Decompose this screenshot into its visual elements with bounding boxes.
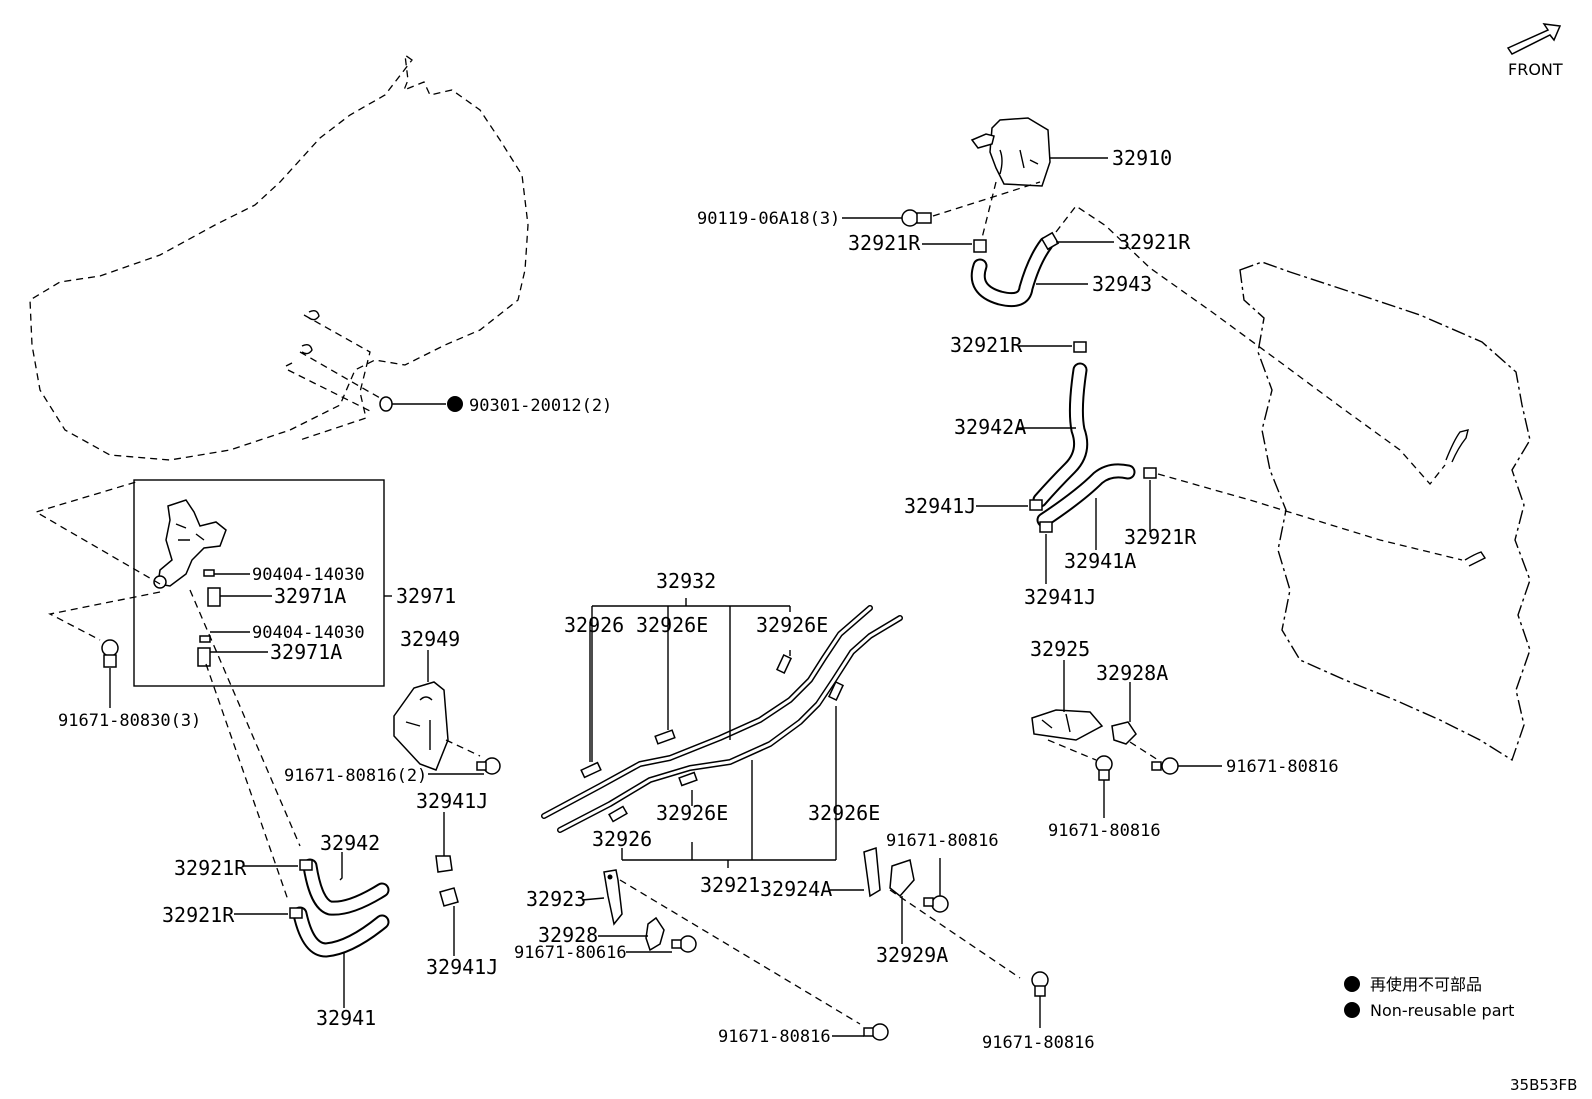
transmission-outline [29, 53, 529, 461]
label-32926-b: 32926 [592, 827, 652, 851]
label-32921R-c: 32921R [950, 333, 1023, 357]
label-32971A-a: 32971A [274, 584, 346, 608]
label-32928: 32928 [538, 923, 598, 947]
o-ring-90301 [379, 396, 463, 412]
label-91671-80816-d: 91671-80816 [1226, 757, 1339, 777]
label-32926-a: 32926 [564, 613, 624, 637]
bolt-90119-icon [842, 181, 1041, 247]
label-32925: 32925 [1030, 637, 1090, 661]
clip-32941J [435, 812, 459, 956]
hose-32942A [976, 362, 1463, 584]
label-32921R-d: 32921R [1124, 525, 1197, 549]
hose-32942-32941 [234, 852, 390, 1008]
label-32921R-a: 32921R [848, 231, 921, 255]
label-32923: 32923 [526, 887, 586, 911]
label-90404-b: 90404-14030 [252, 623, 365, 643]
label-32941J-d: 32941J [426, 955, 498, 979]
label-32941J-a: 32941J [904, 494, 976, 518]
label-91671-80830: 91671-80830(3) [58, 711, 201, 731]
label-90119: 90119-06A18(3) [697, 209, 840, 229]
bolt-91671-80830-icon [101, 639, 119, 708]
label-32926E-a: 32926E [636, 613, 708, 637]
label-91671-80816-2: 91671-80816(2) [284, 766, 427, 786]
bolt-91671-80616-icon [626, 935, 697, 953]
engine-outline [1239, 261, 1531, 762]
bracket-32925 [1031, 660, 1222, 818]
bracket-32924A [830, 846, 1049, 1028]
label-32941J-b: 32941J [1024, 585, 1096, 609]
label-32921: 32921 [700, 873, 760, 897]
leader-dashed-32923 [619, 879, 861, 1025]
label-32926E-b: 32926E [756, 613, 828, 637]
front-label: FRONT [1508, 60, 1563, 79]
bolt-91671-80816-a-icon [832, 1023, 889, 1041]
label-91671-80816-b: 91671-80816 [886, 831, 999, 851]
label-32941: 32941 [316, 1006, 376, 1030]
label-32926E-d: 32926E [808, 801, 880, 825]
non-reusable-dot-icon [1344, 976, 1360, 992]
label-32926E-c: 32926E [656, 801, 728, 825]
label-32941J-c: 32941J [416, 789, 488, 813]
reservoir-32910 [970, 117, 1108, 187]
label-32921R-e: 32921R [174, 856, 247, 880]
label-32924A: 32924A [760, 877, 832, 901]
label-32971A-b: 32971A [270, 640, 342, 664]
label-32943: 32943 [1092, 272, 1152, 296]
diagram-code: 35B53FB [1510, 1076, 1577, 1094]
legend-en: Non-reusable part [1370, 1001, 1514, 1020]
label-32928A: 32928A [1096, 661, 1168, 685]
bracket-32949 [393, 650, 501, 775]
pipes-32932-32921 [541, 598, 903, 868]
bracket-32928 [598, 916, 665, 952]
non-reusable-dot-icon [1344, 1002, 1360, 1018]
label-32942: 32942 [320, 831, 380, 855]
label-91671-80816-e: 91671-80816 [1048, 821, 1161, 841]
label-32971: 32971 [396, 584, 456, 608]
label-32921R-f: 32921R [162, 903, 235, 927]
label-32941A: 32941A [1064, 549, 1136, 573]
label-32942A: 32942A [954, 415, 1026, 439]
label-91671-80816-a: 91671-80816 [718, 1027, 831, 1047]
label-91671-80616: 91671-80616 [514, 943, 627, 963]
label-91671-80816-c: 91671-80816 [982, 1033, 1095, 1053]
clamp-32921R-c [1018, 341, 1087, 353]
legend-jp: 再使用不可部品 [1370, 975, 1482, 994]
label-32949: 32949 [400, 627, 460, 651]
label-32910: 32910 [1112, 146, 1172, 170]
legend [1344, 976, 1360, 1018]
front-arrow-icon [1506, 23, 1562, 55]
label-32921R-b: 32921R [1118, 230, 1191, 254]
bracket-32923 [581, 869, 623, 926]
label-32929A: 32929A [876, 943, 948, 967]
hose-32943 [922, 205, 1446, 486]
label-90301: 90301-20012(2) [469, 396, 612, 416]
label-32932: 32932 [656, 569, 716, 593]
label-90404-a: 90404-14030 [252, 565, 365, 585]
pump-assembly-32971 [34, 479, 392, 901]
